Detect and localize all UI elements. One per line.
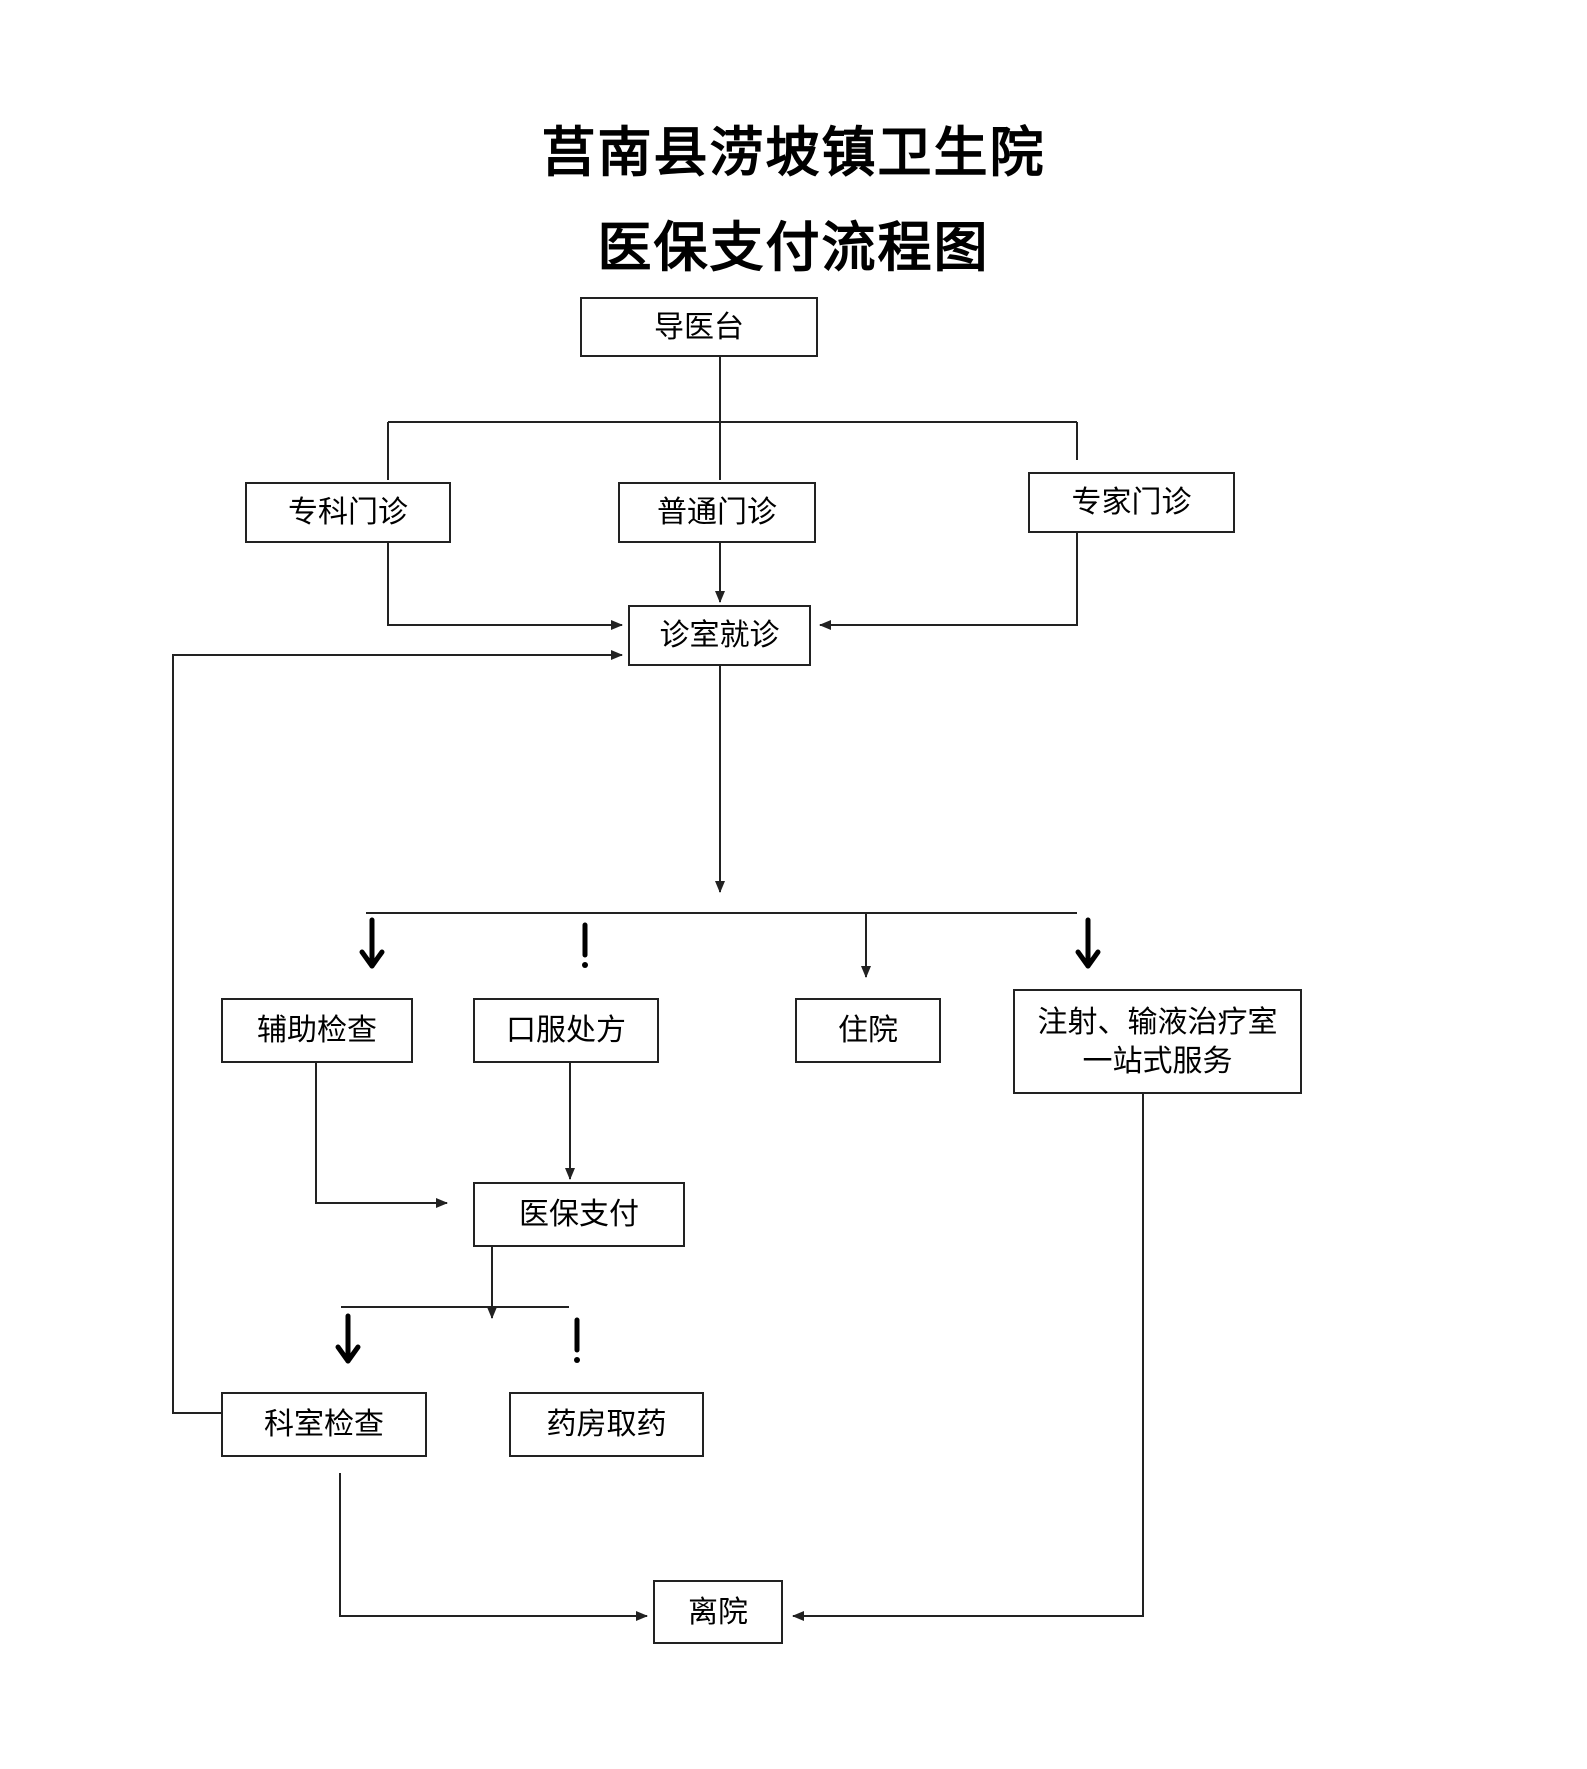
bold-mark-oral-dot <box>582 962 588 968</box>
node-injection-service: 注射、输液治疗室 一站式服务 <box>1013 989 1302 1094</box>
node-specialty-clinic: 专科门诊 <box>245 482 451 543</box>
node-pharmacy: 药房取药 <box>509 1392 704 1457</box>
node-auxiliary-exam: 辅助检查 <box>221 998 413 1063</box>
node-guide-desk: 导医台 <box>580 297 818 357</box>
node-general-clinic: 普通门诊 <box>618 482 816 543</box>
bold-mark-pharmacy-dot <box>574 1357 580 1363</box>
arrow-department-to-discharge <box>339 1473 648 1621</box>
arrow-return-loop <box>172 650 623 1414</box>
bold-arrow-injection-head-left <box>1075 949 1091 969</box>
title-line-1: 莒南县涝坡镇卫生院 <box>541 120 1046 184</box>
bold-arrow-auxiliary-head-left <box>359 949 375 969</box>
node-department-exam: 科室检查 <box>221 1392 427 1457</box>
title-line-2: 医保支付流程图 <box>597 215 990 279</box>
arrow-specialty-to-consultation <box>387 543 623 630</box>
node-discharge: 离院 <box>653 1580 783 1644</box>
bold-arrow-department-head-right <box>345 1344 361 1364</box>
node-expert-clinic: 专家门诊 <box>1028 472 1235 533</box>
arrow-auxiliary-to-payment <box>315 1060 448 1208</box>
arrow-expert-to-consultation <box>819 533 1078 630</box>
node-consultation: 诊室就诊 <box>628 605 811 666</box>
node-hospitalization: 住院 <box>795 998 941 1063</box>
bold-arrow-injection-head-right <box>1085 949 1101 969</box>
node-insurance-payment: 医保支付 <box>473 1182 685 1247</box>
arrow-injection-to-discharge <box>792 1094 1144 1621</box>
bold-arrow-department-head-left <box>335 1344 351 1364</box>
node-oral-prescription: 口服处方 <box>473 998 659 1063</box>
bold-arrow-auxiliary-head-right <box>369 949 385 969</box>
